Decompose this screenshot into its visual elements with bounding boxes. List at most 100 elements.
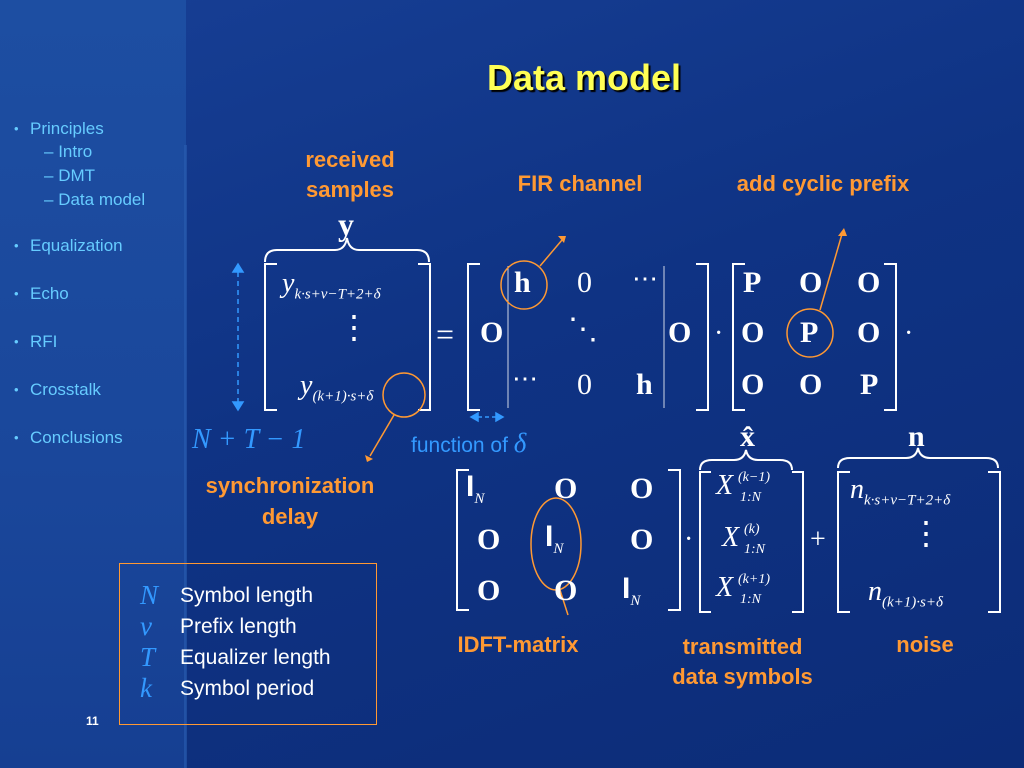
y-overbrace [264,237,430,263]
function-of-delta: function of δ [411,428,526,459]
y-left-bracket [264,263,277,411]
sidebar-item-label: DMT [58,166,96,185]
sidebar-item-label: Equalization [30,236,123,255]
sidebar-item-label: Data model [58,190,146,209]
legend-symbol: N [140,580,159,610]
annotation-line: data symbols [672,664,813,689]
identity-subscript: N [553,541,564,557]
legend-symbol: ν [140,611,152,641]
sidebar-item-echo[interactable]: • Echo [14,283,145,305]
i-matrix-i22: IN [545,520,563,558]
y-right-bracket [418,263,431,411]
delta-highlight-circle [382,372,426,418]
legend-text: Prefix length [180,615,297,638]
p-matrix-o13: O [857,266,881,299]
legend-text: Symbol period [180,677,315,700]
n-label: n [908,420,925,453]
annotation-transmitted-symbols: transmitted data symbols [640,632,845,692]
bullet-icon: • [14,238,19,253]
sidebar-item-conclusions[interactable]: • Conclusions [14,427,145,449]
legend-text: Symbol length [180,584,314,607]
i-right-bracket [668,469,681,611]
annotation-line: transmitted [682,634,803,659]
p-matrix-o21: O [741,316,765,349]
cdot-3: · [684,524,694,555]
i-matrix-i33: IN [622,572,640,610]
n-bottom-entry: n(k+1)·s+δ [868,576,943,612]
y-top-entry: yk·s+ν−T+2+δ [282,268,381,304]
bullet-icon: • [14,430,19,445]
sidebar-item-equalization[interactable]: • Equalization [14,235,145,257]
i-matrix-o31: O [477,574,501,607]
p-matrix-p22: P [800,316,819,349]
sidebar-panel [0,0,186,768]
x-entry-current: X (k) 1:N [722,522,765,557]
p-matrix-o32: O [799,368,823,401]
sidebar-subitem-data-model[interactable]: – Data model [30,188,145,212]
sidebar-item-rfi[interactable]: • RFI [14,331,145,353]
x-symbol: X [722,522,740,553]
h-matrix-h-bottom: h [636,368,653,401]
p-matrix-o23: O [857,316,881,349]
n-right-bracket [988,471,1001,613]
idft-pointer-line [559,589,569,616]
bullet-icon: • [14,382,19,397]
annotation-received-samples: received samples [280,145,420,205]
p-matrix-o31: O [741,368,765,401]
h-matrix-zero-bottom: 0 [577,368,592,401]
x-hat-label: x̂ [740,420,755,453]
identity-symbol: I [545,520,554,553]
identity-symbol: I [466,470,475,503]
p-matrix-p11: P [743,266,762,299]
n-left-bracket [837,471,850,613]
h-highlight-circle [500,260,548,310]
equals-sign: = [436,316,455,352]
p-matrix-p33: P [860,368,879,401]
arrow-head-icon [365,455,373,462]
annotation-line: samples [305,177,395,202]
h-right-bracket [696,263,709,411]
x-overbrace [699,449,793,471]
annotation-line: synchronization [205,473,375,498]
i-matrix-o21: O [477,523,501,556]
arrow-left-icon [469,411,479,423]
x-entry-next: X (k+1) 1:N [716,572,770,607]
arrow-up-icon [231,262,245,273]
sidebar-item-crosstalk[interactable]: • Crosstalk [14,379,145,401]
sync-pointer-line [369,414,395,457]
h-matrix-hdots-bottom: ⋯ [512,364,538,393]
x-superscript: (k+1) [738,572,770,587]
cdot-2: · [904,318,914,349]
plus-sign: + [810,524,826,555]
dash-icon: – [44,142,54,161]
sidebar-nav: • Principles – Intro – DMT – Data model … [14,118,145,449]
y-label: y [338,206,354,242]
n-top-entry: nk·s+ν−T+2+δ [850,474,950,510]
x-symbol: X [716,470,734,501]
p-matrix-o12: O [799,266,823,299]
h-left-bracket [467,263,480,411]
i-matrix-o32: O [554,574,578,607]
y-subscript: k·s+ν−T+2+δ [294,286,381,303]
n-subscript: (k+1)·s+δ [882,594,943,611]
annotation-line: delay [261,504,319,529]
annotation-fir-channel: FIR channel [517,171,643,196]
annotation-noise: noise [896,632,954,657]
sidebar-item-principles[interactable]: • Principles [14,118,145,140]
annotation-idft-matrix: IDFT-matrix [457,632,579,657]
fir-pointer-line [539,239,563,267]
prefix-pointer-line [819,233,843,311]
sidebar-subitem-intro[interactable]: – Intro [30,140,145,164]
sidebar-divider [184,145,187,768]
dash-icon: – [44,166,54,185]
y-subscript: (k+1)·s+δ [312,388,374,405]
i-left-bracket [456,469,469,611]
x-symbol: X [716,572,734,603]
p-highlight-circle [786,308,834,358]
p-left-bracket [732,263,745,411]
x-superscript: (k) [744,522,760,537]
sidebar-subitem-dmt[interactable]: – DMT [30,164,145,188]
h-matrix-o-left: O [480,316,504,349]
y-vdots: ⋮ [338,309,370,345]
